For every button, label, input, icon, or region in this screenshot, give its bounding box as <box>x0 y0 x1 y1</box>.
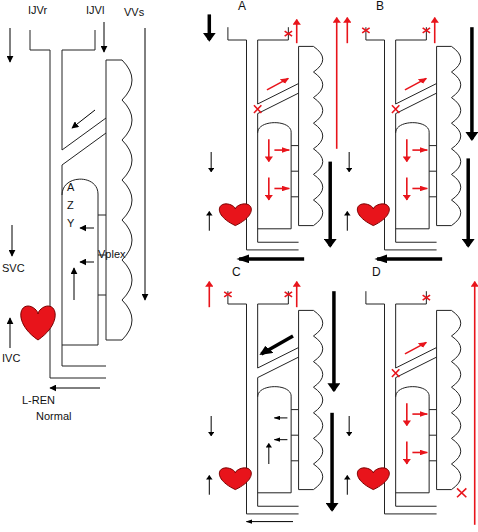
reflux-arrow <box>296 282 298 308</box>
flow-arrow <box>347 212 348 231</box>
vessel-label: IVC <box>2 352 20 365</box>
vein-schematic <box>21 30 132 378</box>
reflux-arrow <box>296 20 298 44</box>
stenosis-mark <box>457 488 466 497</box>
flow-arrow <box>211 416 212 436</box>
reflux-arrow <box>406 442 408 464</box>
stenosis-mark <box>392 369 399 377</box>
panel-letter: A <box>238 0 246 13</box>
reflux-arrow <box>209 282 211 308</box>
flow-arrow <box>349 152 350 172</box>
flow-arrow <box>208 14 212 40</box>
stenosis-mark <box>423 28 430 33</box>
reflux-arrow <box>412 452 427 454</box>
flow-arrow <box>466 158 470 246</box>
vein-schematic <box>219 291 322 514</box>
flow-arrow <box>247 521 294 522</box>
reflux-arrow <box>267 78 288 90</box>
vessel-label: IJVr <box>28 4 47 17</box>
panel-d <box>347 282 474 525</box>
flow-arrow <box>104 22 105 52</box>
stenosis-mark <box>285 31 292 36</box>
reflux-arrow <box>336 18 338 149</box>
flow-arrow <box>145 28 146 300</box>
reflux-arrow <box>274 149 289 151</box>
panel-letter: C <box>232 266 241 279</box>
vessel-label: VVs <box>124 6 144 19</box>
vein-schematic <box>357 291 460 514</box>
flow-arrow <box>332 291 336 390</box>
flow-arrow <box>330 413 334 510</box>
reflux-arrow <box>412 149 427 151</box>
stenosis-mark <box>224 292 231 297</box>
flow-arrow <box>50 388 100 389</box>
reflux-arrow <box>405 78 426 90</box>
flow-arrow <box>274 417 287 418</box>
vessel-letter: Z <box>67 199 74 212</box>
vessel-label: IJVl <box>86 4 104 17</box>
flow-arrow <box>268 444 269 464</box>
panel-normal <box>10 22 145 388</box>
panel-c <box>209 282 334 522</box>
stenosis-mark <box>392 105 399 113</box>
flow-arrow <box>211 152 212 172</box>
flow-arrow <box>347 476 348 495</box>
vessel-label: SVC <box>2 262 25 275</box>
stenosis-mark <box>362 28 369 33</box>
flow-arrow <box>239 257 304 261</box>
vein-schematic <box>357 27 460 250</box>
reflux-arrow <box>406 139 408 161</box>
panel-letter: D <box>372 266 381 279</box>
vessel-letter: A <box>67 181 74 194</box>
reflux-arrow <box>405 342 426 354</box>
reflux-arrow <box>474 282 476 525</box>
flow-arrow <box>209 212 210 231</box>
reflux-arrow <box>406 178 408 200</box>
reflux-arrow <box>268 178 270 200</box>
flow-arrow <box>274 439 287 440</box>
reflux-arrow <box>406 403 408 425</box>
flow-arrow <box>72 110 95 128</box>
vein-schematic <box>219 27 322 250</box>
reflux-arrow <box>268 139 270 161</box>
reflux-arrow <box>412 188 427 190</box>
flow-arrow <box>80 262 94 263</box>
flow-arrow <box>377 257 442 261</box>
vessel-letter: Y <box>67 217 74 230</box>
panel-title: Normal <box>36 410 71 423</box>
panel-a <box>209 14 336 258</box>
vessel-label: L-REN <box>22 394 55 407</box>
flow-arrow <box>470 27 474 139</box>
reflux-arrow <box>274 188 289 190</box>
flow-arrow <box>12 225 13 256</box>
stenosis-mark <box>254 105 261 113</box>
flow-arrow <box>328 162 332 246</box>
reflux-arrow <box>412 413 427 415</box>
flow-arrow <box>349 416 350 436</box>
flow-arrow <box>209 476 210 495</box>
flow-arrow <box>261 336 293 354</box>
stenosis-mark <box>423 295 430 300</box>
flow-arrow <box>10 28 11 62</box>
flow-arrow <box>10 318 11 348</box>
reflux-arrow <box>346 18 348 44</box>
panel-letter: B <box>376 0 384 13</box>
flow-arrow <box>80 228 94 229</box>
vessel-label: Vplex <box>98 248 126 261</box>
reflux-arrow <box>434 18 436 44</box>
panel-b <box>347 18 472 259</box>
flow-arrow <box>74 268 75 300</box>
stenosis-mark <box>285 292 292 297</box>
